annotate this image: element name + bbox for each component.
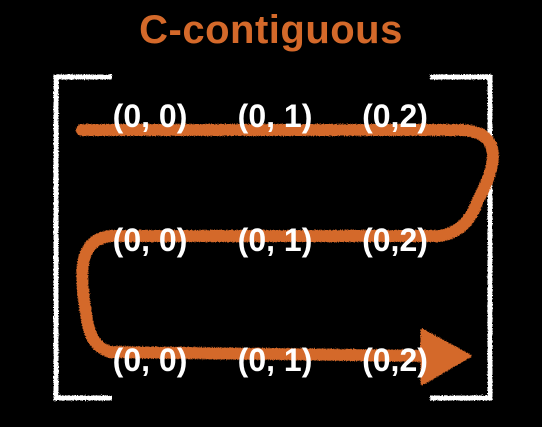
matrix-cell: (0, 0) <box>112 98 188 134</box>
right-bracket-icon <box>430 74 493 401</box>
left-bracket-icon <box>53 74 112 401</box>
matrix-cell: (0,2) <box>362 342 428 378</box>
matrix-cell: (0, 0) <box>112 342 188 378</box>
matrix-cell: (0, 1) <box>237 222 313 258</box>
arrowhead-icon <box>420 328 472 386</box>
matrix-cell: (0,2) <box>362 98 428 134</box>
matrix-cell: (0, 1) <box>237 98 313 134</box>
matrix-cell: (0, 1) <box>237 342 313 378</box>
diagram-title: C-contiguous <box>139 8 403 52</box>
matrix-cell: (0, 0) <box>112 222 188 258</box>
matrix-cell: (0,2) <box>362 222 428 258</box>
snake-arrow-path <box>76 124 499 362</box>
